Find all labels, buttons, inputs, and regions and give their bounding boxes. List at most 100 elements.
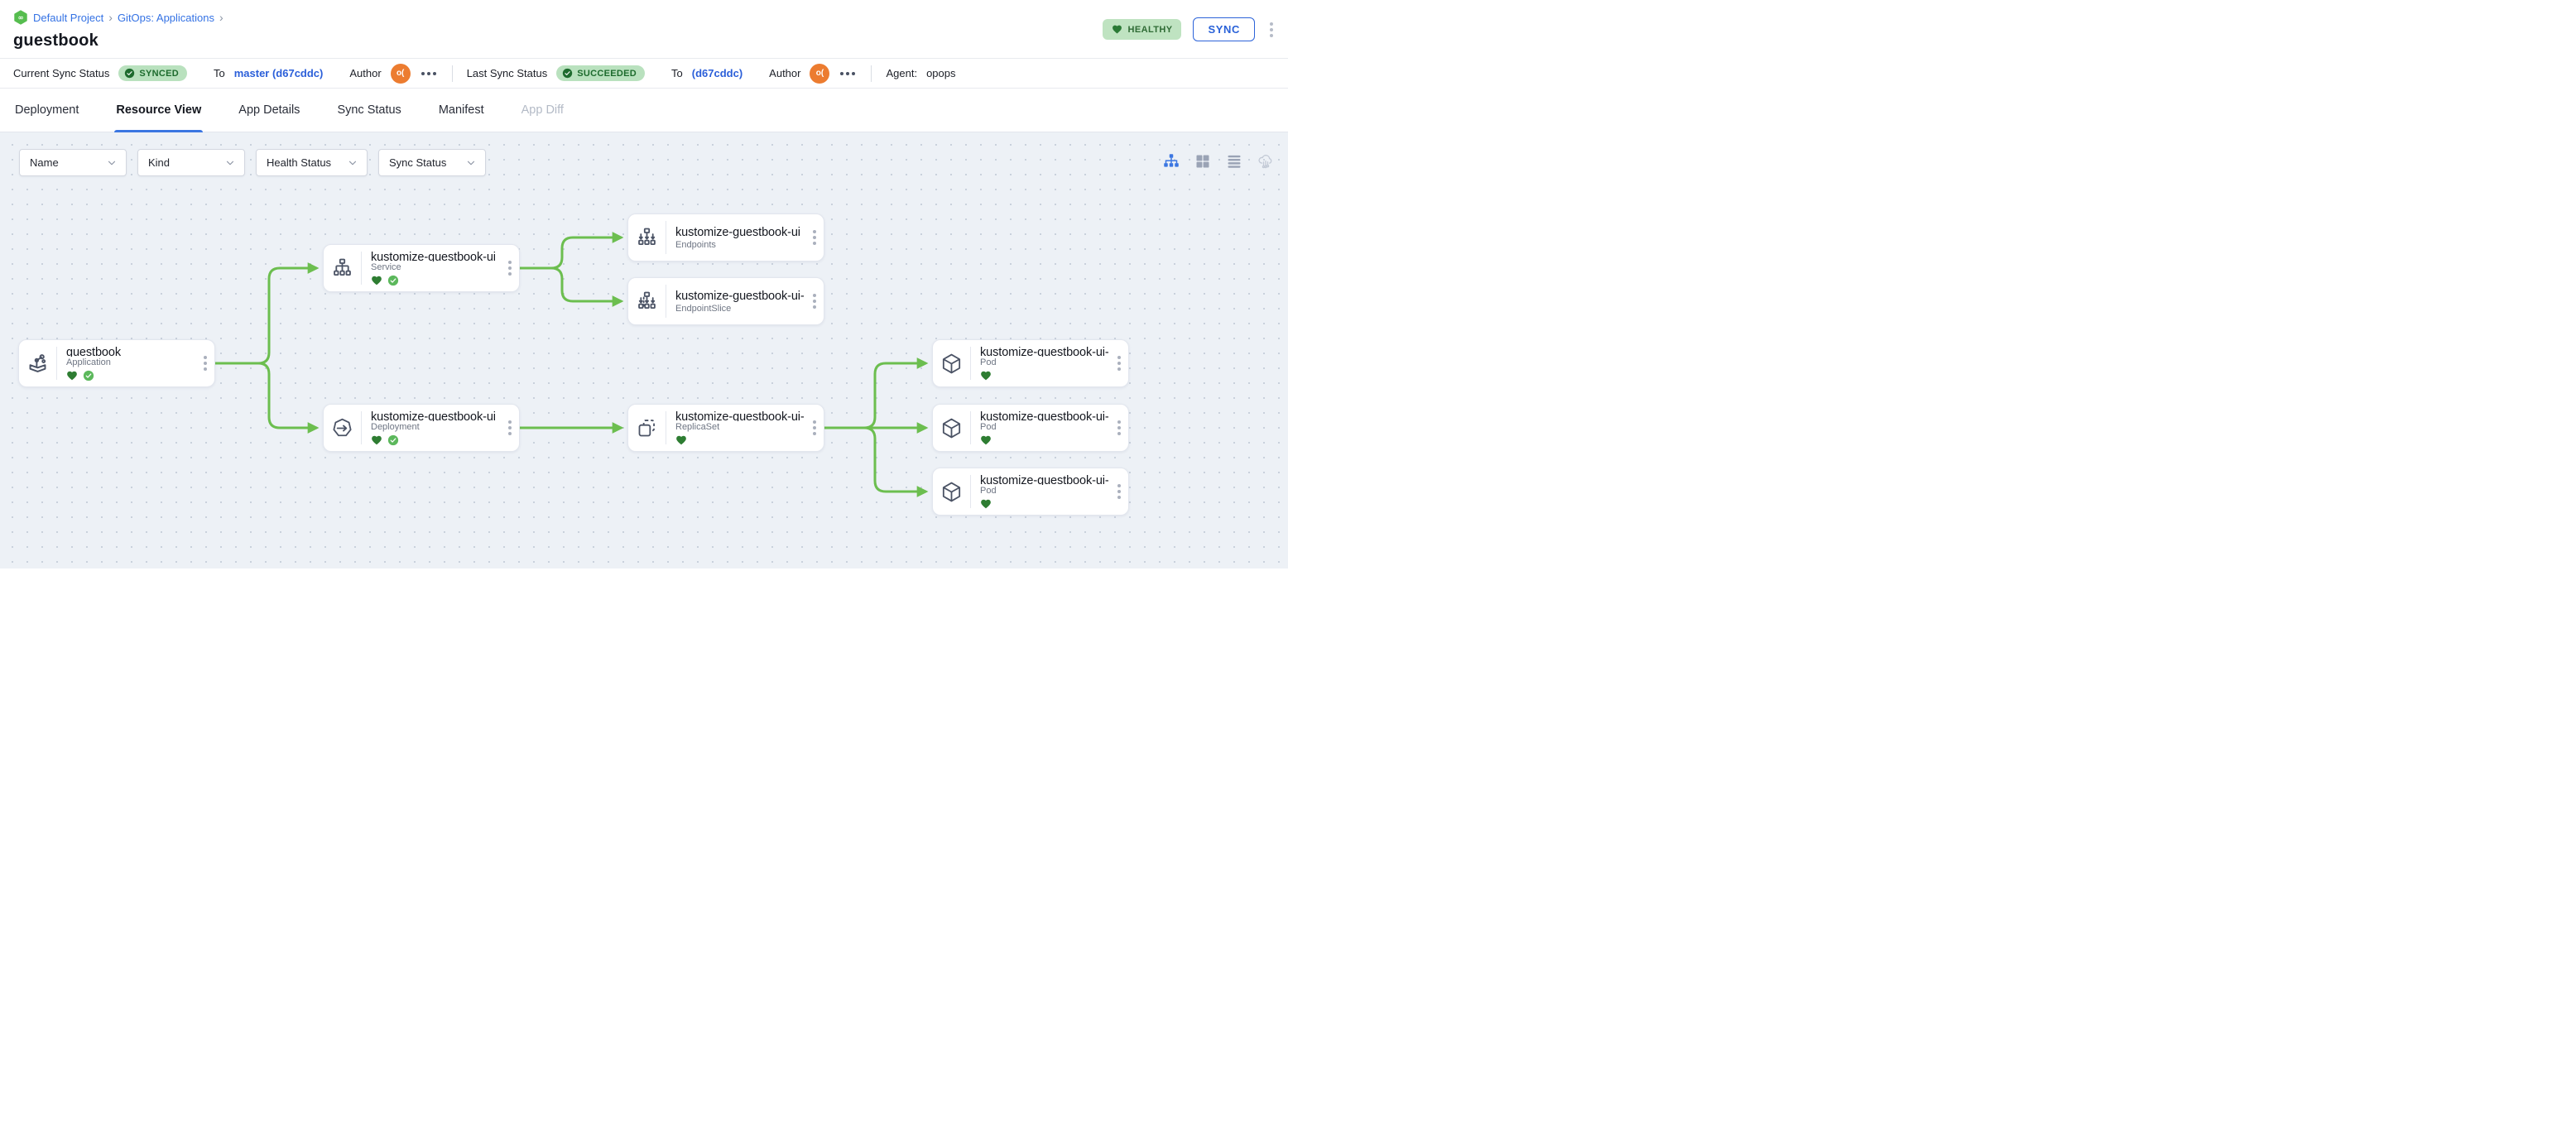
author-label: Author [349,67,382,79]
node-application-guestbook[interactable]: guestbook Application [18,339,215,387]
current-commit-link[interactable]: master (d67cddc) [233,67,324,79]
tab-deployment[interactable]: Deployment [13,89,80,132]
check-circle-icon [387,434,399,446]
resource-graph-canvas: Name Kind Health Status Sync Status [0,132,1288,568]
node-replicaset[interactable]: kustomize-guestbook-ui-... ReplicaSet [627,404,824,452]
sync-status-bar: Current Sync Status SYNCED To master (d6… [0,59,1288,89]
health-badge-label: HEALTHY [1127,24,1173,35]
node-title: kustomize-guestbook-ui-... [980,410,1108,421]
divider [970,475,971,508]
breadcrumb: Default Project › GitOps: Applications › [13,8,1275,26]
node-kind: Endpoints [675,240,716,250]
node-kebab-menu-icon[interactable] [805,405,824,451]
node-kebab-menu-icon[interactable] [501,245,519,291]
node-kebab-menu-icon[interactable] [501,405,519,451]
tab-sync-status[interactable]: Sync Status [335,89,402,132]
author-avatar: o( [810,63,830,84]
last-sync-status-label: Last Sync Status [466,67,548,79]
heart-icon [371,434,382,446]
gitops-application-page: Default Project › GitOps: Applications ›… [0,0,1288,568]
tab-resource-view[interactable]: Resource View [114,89,204,132]
node-kebab-menu-icon[interactable] [196,340,214,386]
node-pod-1[interactable]: kustomize-guestbook-ui-... Pod [932,339,1129,387]
filter-health-status[interactable]: Health Status [256,149,368,176]
replicaset-icon [628,405,666,451]
node-title: kustomize-guestbook-ui [675,226,800,239]
tab-manifest[interactable]: Manifest [437,89,486,132]
tree-view-icon[interactable] [1163,153,1180,170]
list-view-icon[interactable] [1226,153,1242,170]
pod-icon [933,468,970,515]
node-kind: ReplicaSet [675,422,720,432]
filter-sync-status[interactable]: Sync Status [378,149,486,176]
filter-label: Name [30,156,59,169]
node-kebab-menu-icon[interactable] [1110,468,1128,515]
sync-button[interactable]: SYNC [1193,17,1255,41]
node-title: kustomize-guestbook-ui-... [675,410,804,421]
check-circle-icon [124,68,135,79]
heart-icon [675,434,687,446]
tab-app-details[interactable]: App Details [237,89,301,132]
divider [361,411,362,444]
author-avatar: o( [390,63,411,84]
check-circle-icon [83,370,94,381]
last-commit-link[interactable]: (d67cddc) [691,67,743,79]
node-title: kustomize-guestbook-ui-... [980,346,1108,357]
app-kebab-menu-icon[interactable] [1266,19,1276,41]
service-icon [324,245,361,291]
breadcrumb-link-gitops-applications[interactable]: GitOps: Applications [117,11,214,24]
to-label: To [213,67,225,79]
node-title: kustomize-guestbook-ui [371,410,496,421]
node-service[interactable]: kustomize-guestbook-ui Service [323,244,520,292]
breadcrumb-separator: › [108,11,113,24]
breadcrumb-link-project[interactable]: Default Project [33,11,104,24]
filter-label: Health Status [267,156,332,169]
filter-name[interactable]: Name [19,149,127,176]
node-endpoints[interactable]: kustomize-guestbook-ui Endpoints [627,213,824,261]
node-kebab-menu-icon[interactable] [805,278,824,324]
cluster-view-icon[interactable] [1257,153,1274,170]
node-title: kustomize-guestbook-ui [371,251,496,261]
node-title: kustomize-guestbook-ui-... [980,474,1108,485]
node-kind: Pod [980,357,997,367]
node-kebab-menu-icon[interactable] [1110,340,1128,386]
tab-app-diff[interactable]: App Diff [520,89,565,132]
page-header: Default Project › GitOps: Applications ›… [0,0,1288,59]
node-kind: Deployment [371,422,420,432]
succeeded-badge-label: SUCCEEDED [577,68,637,79]
grid-view-icon[interactable] [1194,153,1211,170]
node-kind: Pod [980,486,997,496]
node-kebab-menu-icon[interactable] [1110,405,1128,451]
filter-label: Sync Status [389,156,447,169]
node-kebab-menu-icon[interactable] [805,214,824,261]
to-label: To [671,67,683,79]
node-title: guestbook [66,346,122,357]
node-pod-3[interactable]: kustomize-guestbook-ui-... Pod [932,468,1129,516]
gitops-logo-icon [13,10,28,25]
heart-icon [371,275,382,286]
node-deployment[interactable]: kustomize-guestbook-ui Deployment [323,404,520,452]
node-endpointslice[interactable]: kustomize-guestbook-ui-... EndpointSlice [627,277,824,325]
commit-more-icon[interactable] [420,69,438,79]
endpointslice-icon [628,278,666,324]
current-sync-status-label: Current Sync Status [13,67,110,79]
endpoints-icon [628,214,666,261]
succeeded-badge: SUCCEEDED [556,65,646,81]
health-status-badge: HEALTHY [1102,19,1182,40]
chevron-down-icon [465,157,477,169]
filter-kind[interactable]: Kind [137,149,245,176]
node-pod-2[interactable]: kustomize-guestbook-ui-... Pod [932,404,1129,452]
view-mode-toggle [1163,153,1274,170]
deployment-icon [324,405,361,451]
heart-icon [1112,24,1122,35]
heart-icon [66,370,78,381]
commit-more-icon[interactable] [839,69,857,79]
node-kind: Service [371,262,401,272]
agent-value: opops [926,67,956,79]
divider [361,252,362,285]
page-title: guestbook [13,31,99,50]
node-kind: EndpointSlice [675,304,732,314]
divider [970,347,971,380]
check-circle-icon [562,68,573,79]
author-label: Author [769,67,801,79]
